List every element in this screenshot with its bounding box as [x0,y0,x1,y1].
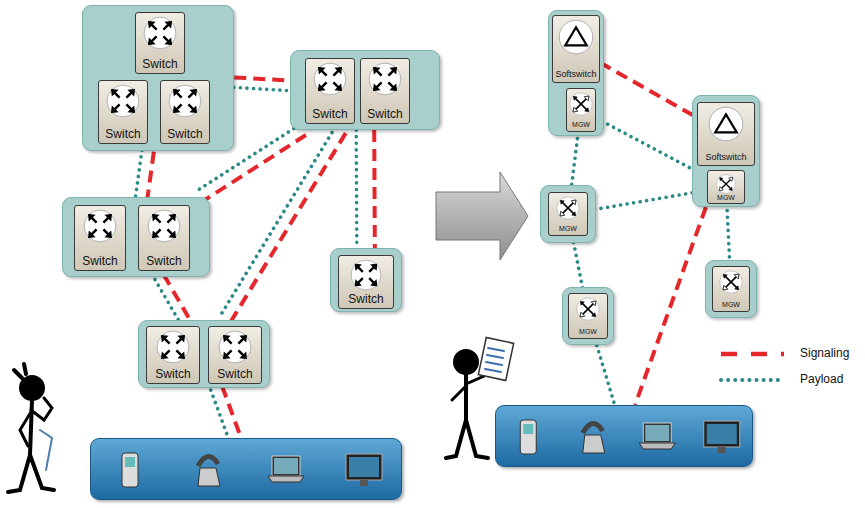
mgw-box: MGW [568,293,608,339]
sw-icon [143,16,177,50]
switch-box: Switch [98,80,148,144]
legend-sample [718,344,788,364]
payload-link [155,280,180,323]
mgw-box: MGW [566,88,596,132]
node-label: MGW [722,301,740,309]
legend-label: Signaling [800,347,849,360]
switch-box: Switch [135,12,185,74]
soft-icon [708,106,744,142]
node-label: Switch [312,108,347,121]
payload-link [596,118,707,177]
node-label: Switch [105,128,140,141]
legend-sample [718,370,788,390]
switch-box: Switch [146,326,200,384]
node-label: Switch [348,293,383,306]
node-group-panel: SwitchSwitchSwitch [82,5,234,151]
sw-icon [218,330,252,364]
node-group-panel: MGW [540,185,596,243]
transition-arrow [436,172,528,260]
switch-box: Switch [160,80,210,144]
mgw-box: MGW [548,192,588,236]
switch-box: Switch [360,58,410,124]
payload-link [588,190,707,210]
payload-link [136,150,142,196]
payload-link [234,87,290,90]
switch-box: Switch [74,205,126,271]
payload-link [595,339,615,405]
softswitch-box: Softswitch [697,102,755,166]
node-label: Switch [217,368,252,381]
node-label: Switch [367,108,402,121]
mgw-icon [576,297,600,321]
payload-link [354,130,358,248]
node-group-panel: SoftswitchMGW [692,95,760,207]
node-label: MGW [559,225,577,233]
mgw-icon [719,270,743,294]
node-label: Softswitch [555,70,596,80]
signaling-link [600,63,697,118]
mgw-icon [716,174,736,194]
legend: SignalingPayload [718,338,858,394]
sw-icon [147,209,181,243]
node-group-panel: MGW [562,287,614,345]
terminal-devices [496,406,754,468]
node-label: MGW [717,194,735,202]
node-group-panel: Switch Switch [138,320,270,388]
payload-link [220,127,336,317]
soft-icon [558,19,594,55]
signaling-link [635,207,706,405]
sw-icon [106,84,140,118]
sw-icon [368,62,402,96]
signaling-link [164,274,189,317]
payload-link [571,132,579,192]
node-label: MGW [579,328,597,336]
switch-box: Switch [338,255,394,309]
sw-icon [83,209,117,243]
softswitch-box: Softswitch [552,15,600,83]
sw-icon [313,62,347,96]
switch-box: Switch [305,58,355,124]
sw-icon [350,259,382,291]
switch-box: Switch [138,205,190,271]
switch-box: Switch [208,326,262,384]
signaling-link [230,133,346,323]
sw-icon [156,330,190,364]
terminal-devices [91,439,403,501]
mgw-icon [569,92,593,116]
node-group-panel: Switch Switch [62,197,210,277]
terminal-bar [495,405,753,467]
signaling-link [372,130,377,248]
payload-link [211,390,229,440]
legend-row: Payload [718,370,858,390]
legend-row: Signaling [718,344,858,364]
sw-icon [168,84,202,118]
node-label: Switch [167,128,202,141]
node-label: Softswitch [705,153,746,163]
node-label: Switch [155,368,190,381]
node-group-panel: MGW [705,260,757,318]
terminal-bar [90,438,402,500]
payload-link [727,204,730,266]
node-label: Switch [82,255,117,268]
legend-label: Payload [800,373,843,386]
mgw-box: MGW [707,170,745,204]
mgw-icon [556,196,580,220]
payload-link [572,236,583,293]
node-label: Switch [142,58,177,71]
node-group-panel: Switch [330,248,402,312]
node-group-panel: Switch Switch [290,50,440,130]
node-group-panel: SoftswitchMGW [548,10,604,136]
mgw-box: MGW [712,266,750,312]
signaling-link [234,77,290,80]
node-label: MGW [572,121,590,129]
puzzled-figure [8,364,54,492]
signaling-link [147,152,153,198]
node-label: Switch [146,255,181,268]
